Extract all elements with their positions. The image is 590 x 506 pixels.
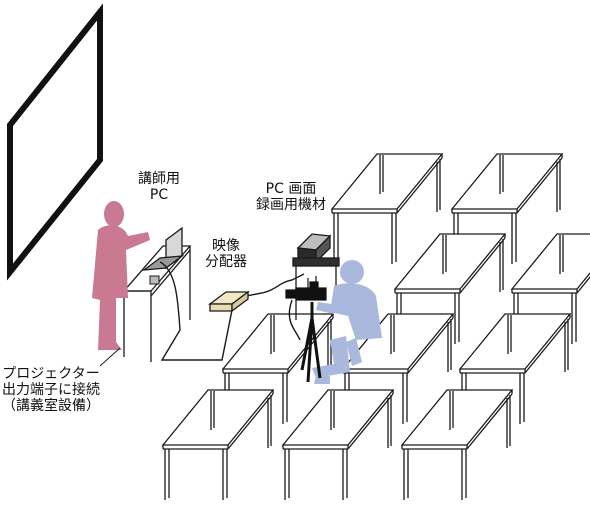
video-splitter-box xyxy=(208,290,250,313)
video-camera xyxy=(285,276,327,301)
desk-row-4 xyxy=(162,389,513,501)
teacher-figure xyxy=(92,201,150,350)
projector-output-label: プロジェクター 出力端子に接続 （講義室設備） xyxy=(2,366,100,414)
video-splitter-label: 映像 分配器 xyxy=(205,238,247,270)
teacher-pc-label: 講師用 PC xyxy=(138,171,180,203)
video-cables xyxy=(159,261,305,361)
camera-operator xyxy=(312,260,382,384)
pc-recording-equipment-label: PC 画面 録画用機材 xyxy=(256,181,326,213)
projection-screen xyxy=(7,3,103,281)
teacher-laptop xyxy=(141,226,185,285)
camera-tripod xyxy=(300,302,322,383)
desk-row-3 xyxy=(222,313,571,425)
label-pointers xyxy=(99,347,121,367)
